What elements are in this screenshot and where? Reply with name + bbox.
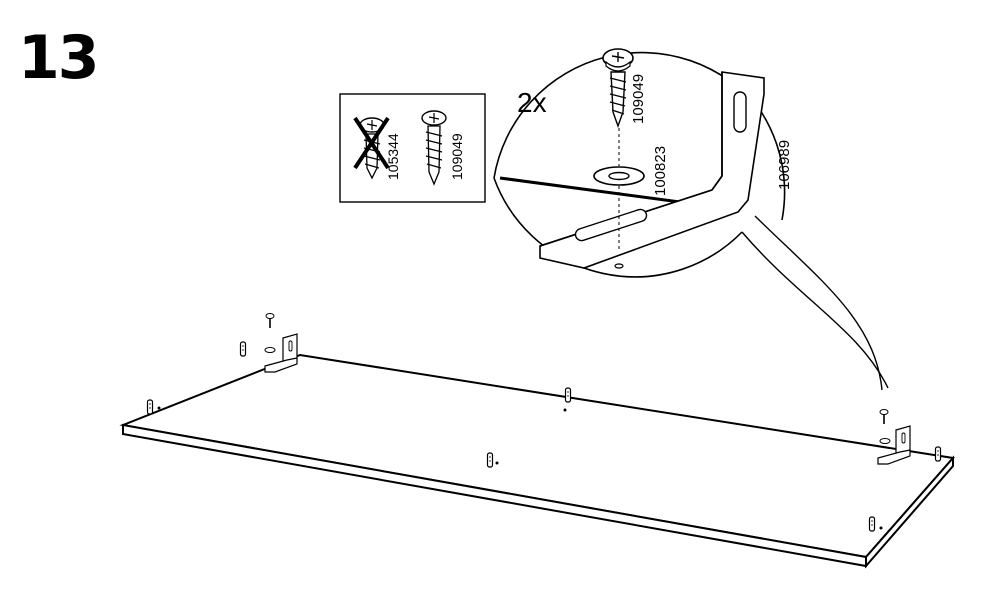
washer-code-label: 100823 — [652, 146, 669, 196]
screw-icon — [264, 312, 276, 353]
bracket-icon — [264, 333, 298, 373]
bracket-code-label: 106989 — [776, 140, 793, 190]
screw-code-label: 109049 — [630, 74, 647, 124]
bracket-icon — [877, 425, 911, 465]
quantity-label: 2x — [517, 87, 547, 118]
dowel-icon — [146, 341, 942, 532]
part-code-right: 109049 — [449, 133, 465, 180]
parts-compare-box: 105344 109049 — [339, 93, 486, 203]
part-code-wrong: 105344 — [385, 133, 401, 180]
bracket-icon — [539, 71, 765, 269]
shelf-panel — [119, 353, 955, 569]
washer-icon — [593, 128, 645, 269]
screw-icon — [602, 48, 634, 129]
screw-icon — [879, 408, 891, 444]
step-number: 13 — [18, 23, 99, 93]
cross-icon — [353, 116, 390, 170]
screw-icon — [421, 110, 447, 186]
